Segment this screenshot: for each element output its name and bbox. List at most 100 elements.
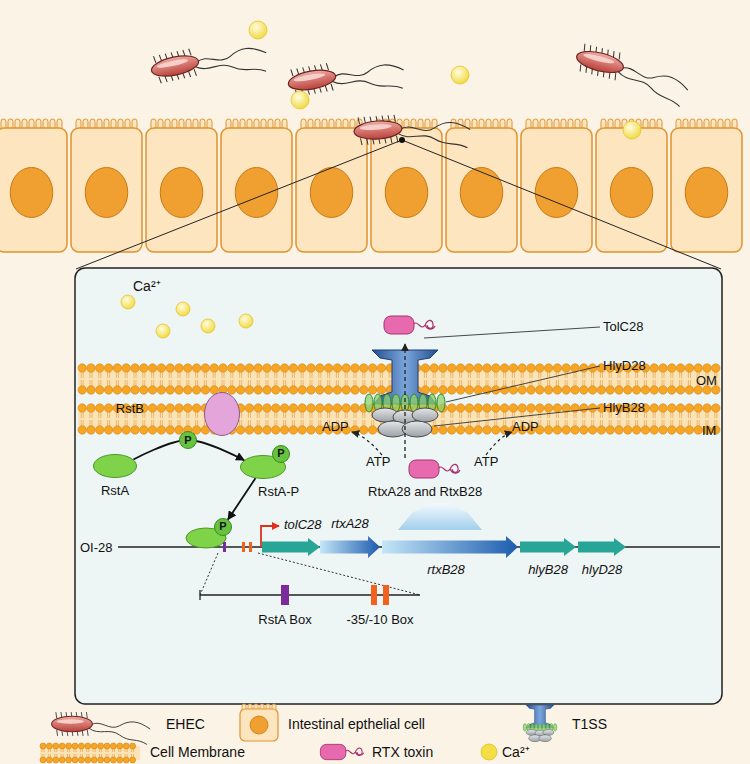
lipid-head xyxy=(78,743,84,749)
lipid-head xyxy=(712,404,720,412)
lipid-head xyxy=(110,743,116,749)
legend-entry: EHEC xyxy=(166,717,205,731)
lipid-head xyxy=(571,386,579,394)
lipid-head xyxy=(465,386,473,394)
flagellum xyxy=(333,70,403,101)
lipid-head xyxy=(703,404,711,412)
lipid-head xyxy=(544,404,552,412)
lipid-head xyxy=(439,426,447,434)
flagellum xyxy=(333,62,403,83)
lipid-head xyxy=(184,404,192,412)
lipid-head xyxy=(712,364,720,372)
node-outline xyxy=(371,585,389,605)
lipid-head xyxy=(184,364,192,372)
pilus xyxy=(159,76,161,83)
promoter-box: RstA Box xyxy=(281,585,289,605)
node-outline xyxy=(281,585,289,605)
pilus xyxy=(194,69,196,76)
molecule-label: ATP xyxy=(366,455,390,468)
lipid-head xyxy=(606,386,614,394)
lipid-head xyxy=(113,426,121,434)
flagellum xyxy=(614,72,685,107)
pilus xyxy=(154,56,156,63)
lipid-head xyxy=(123,757,129,763)
lipid-head xyxy=(368,426,376,434)
pilus xyxy=(189,49,191,56)
node-shape xyxy=(273,446,290,463)
lipid-head xyxy=(280,364,288,372)
legend-text: Ca²⁺ xyxy=(502,744,530,760)
reaction-arrow xyxy=(228,478,255,519)
lipid-head xyxy=(59,757,65,763)
lipid-head xyxy=(66,757,72,763)
molecule-label: ADP xyxy=(512,420,539,433)
legend-entry: RTX toxin xyxy=(372,745,433,759)
lipid-head xyxy=(474,364,482,372)
lipid-head xyxy=(588,426,596,434)
node-text: hlyD28 xyxy=(572,563,632,576)
lipid-head xyxy=(113,364,121,372)
lipid-head xyxy=(694,364,702,372)
lipid-head xyxy=(562,364,570,372)
ehec-bacterium xyxy=(353,110,471,156)
lipid-head xyxy=(175,386,183,394)
lipid-head xyxy=(298,404,306,412)
lipid-head xyxy=(465,426,473,434)
lipid-head xyxy=(694,404,702,412)
lipid-head xyxy=(272,426,280,434)
lipid-head xyxy=(91,757,97,763)
lipid-head xyxy=(518,364,526,372)
cell-nucleus xyxy=(385,167,428,217)
cell-nucleus xyxy=(10,167,53,217)
lipid-head xyxy=(456,364,464,372)
lipid-head xyxy=(465,404,473,412)
lipid-head xyxy=(492,426,500,434)
lipid-head xyxy=(500,404,508,412)
epithelial-cell xyxy=(521,119,592,252)
lipid-head xyxy=(245,364,253,372)
lipid-head xyxy=(46,757,52,763)
lipid-head xyxy=(624,426,632,434)
lipid-head xyxy=(272,386,280,394)
lipid-head xyxy=(289,404,297,412)
membrane-label: IM xyxy=(702,424,716,437)
lipid-head xyxy=(500,386,508,394)
calcium-ion xyxy=(249,21,267,39)
lipid-head xyxy=(40,743,46,749)
lipid-head xyxy=(85,743,91,749)
cell-body xyxy=(221,128,292,252)
lipid-head xyxy=(544,364,552,372)
node-text: rtxA28 xyxy=(320,517,380,530)
lipid-head xyxy=(360,386,368,394)
ehec-bacterium xyxy=(149,33,270,94)
node-shape xyxy=(371,585,377,605)
lipid-head xyxy=(500,364,508,372)
lipid-head xyxy=(668,404,676,412)
cell-nucleus xyxy=(610,167,653,217)
calcium-ion xyxy=(156,324,170,338)
lipid-head xyxy=(553,386,561,394)
lipid-head xyxy=(122,364,130,372)
legend-text: T1SS xyxy=(572,716,607,732)
lipid-head xyxy=(368,386,376,394)
cell-body xyxy=(596,128,667,252)
lipid-head xyxy=(157,426,165,434)
rtx-toxin xyxy=(320,744,363,759)
lipid-head xyxy=(192,404,200,412)
pilus xyxy=(583,44,586,51)
lipid-head xyxy=(342,364,350,372)
lipid-head xyxy=(46,743,52,749)
lipid-head xyxy=(148,386,156,394)
calcium-ion xyxy=(239,314,253,328)
node-text: -35/-10 Box xyxy=(340,613,420,626)
lipid-head xyxy=(140,364,148,372)
cell-body xyxy=(71,128,142,252)
lipid-head xyxy=(78,404,86,412)
lipid-head xyxy=(553,364,561,372)
molecule-label: ADP xyxy=(322,420,349,433)
lipid-head xyxy=(87,364,95,372)
gene-arrow: tolC28 xyxy=(262,538,320,556)
expression-arrow xyxy=(398,503,482,530)
lipid-head xyxy=(668,426,676,434)
lipid-head xyxy=(324,386,332,394)
